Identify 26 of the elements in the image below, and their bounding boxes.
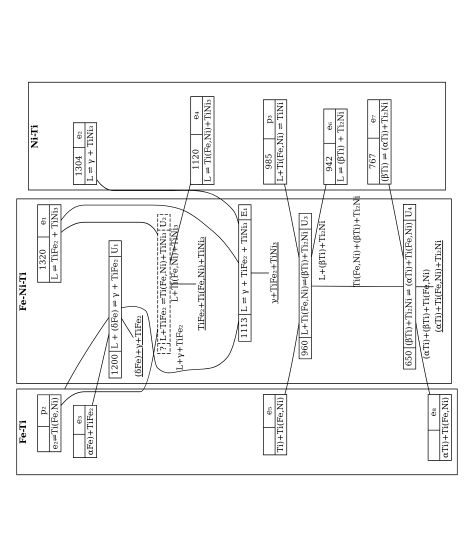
node-text: TiFe₂+Ti(Fe,Ni)+TiNi₃ bbox=[196, 236, 206, 330]
connector bbox=[311, 286, 404, 288]
connector bbox=[415, 322, 430, 395]
edge-label: L+Ti(Fe,Ni)+TiNi₃ bbox=[170, 224, 180, 302]
node-text: (δFe)+γ+TiFe₂ bbox=[132, 315, 143, 377]
connector bbox=[60, 204, 239, 264]
edge-label: L+(βTi)+Ti₂Ni bbox=[317, 220, 328, 280]
connector bbox=[311, 184, 326, 258]
connector bbox=[416, 286, 434, 288]
connector bbox=[121, 306, 240, 374]
connector bbox=[60, 222, 158, 236]
connector bbox=[60, 328, 158, 406]
connector bbox=[96, 179, 240, 225]
connector bbox=[284, 184, 300, 258]
node-text: (αTi)+Ti(Fe,Ni)+Ti₂Ni bbox=[433, 240, 444, 332]
connector bbox=[388, 184, 404, 258]
connector bbox=[170, 182, 191, 263]
connector bbox=[284, 322, 300, 395]
connector bbox=[121, 318, 134, 338]
edge-label: L+γ+TiFe₂ bbox=[174, 324, 185, 370]
connector bbox=[64, 316, 110, 390]
connector bbox=[250, 272, 270, 274]
edge-label: Ti(Fe,Ni)+(βTi)+Ti₂Ni bbox=[352, 196, 362, 288]
edge-label: (αTi)+(βTi)+Ti(Fe,Ni) bbox=[420, 268, 431, 360]
connector bbox=[92, 333, 110, 406]
node-text: γ+TiFe₂+TiNi₃ bbox=[268, 242, 279, 304]
